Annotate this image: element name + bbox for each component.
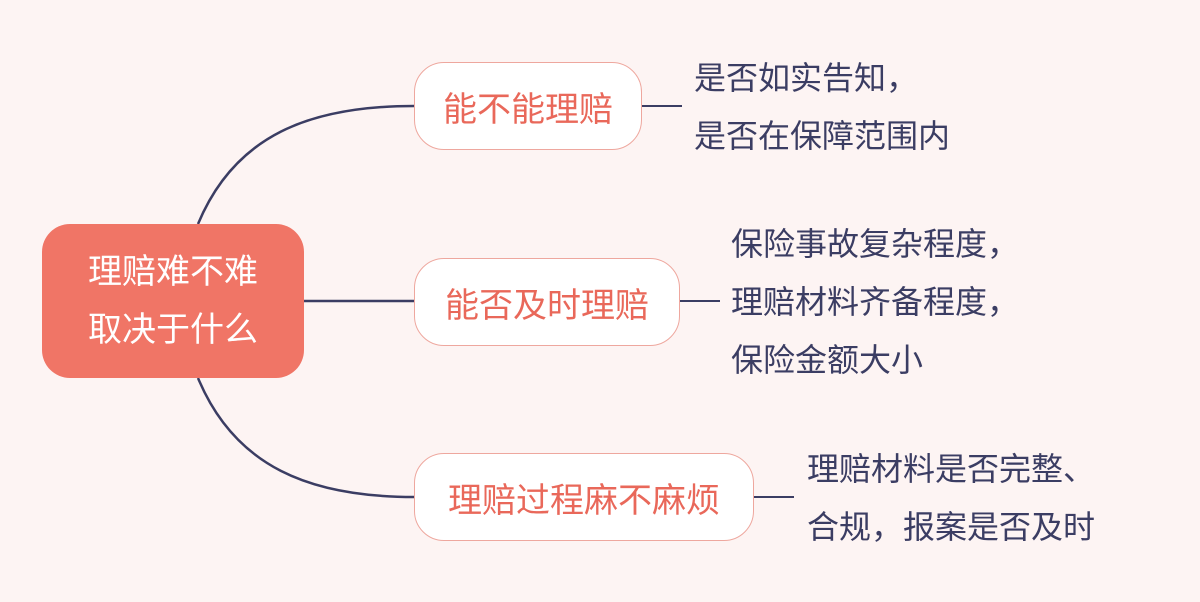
root-node: 理赔难不难 取决于什么 [42,224,304,378]
root-node-line-1: 理赔难不难 [88,252,258,292]
detail-text-claim-process: 理赔材料是否完整、 合规，报案是否及时 [807,440,1095,556]
detail-line: 理赔材料齐备程度， [731,283,1020,321]
detail-line: 是否在保障范围内 [694,117,951,155]
root-node-line-2: 取决于什么 [88,310,258,350]
detail-line: 保险事故复杂程度， [731,225,1020,263]
branch-node-label: 能否及时理赔 [445,285,649,326]
detail-line: 保险金额大小 [731,341,924,379]
branch-node-label: 能不能理赔 [443,89,613,130]
branch-node-can-claim: 能不能理赔 [414,62,642,150]
detail-line: 是否如实告知， [694,59,919,97]
branch-node-label: 理赔过程麻不麻烦 [448,480,720,521]
detail-text-timely-claim: 保险事故复杂程度， 理赔材料齐备程度， 保险金额大小 [731,215,1019,389]
branch-node-timely-claim: 能否及时理赔 [414,258,680,346]
connector-root-to-branch-0 [196,104,415,225]
branch-node-claim-process: 理赔过程麻不麻烦 [414,453,754,541]
detail-text-can-claim: 是否如实告知， 是否在保障范围内 [694,49,950,165]
connector-root-to-branch-2 [196,377,415,499]
detail-line: 理赔材料是否完整、 [807,450,1096,488]
detail-line: 合规，报案是否及时 [807,508,1096,546]
